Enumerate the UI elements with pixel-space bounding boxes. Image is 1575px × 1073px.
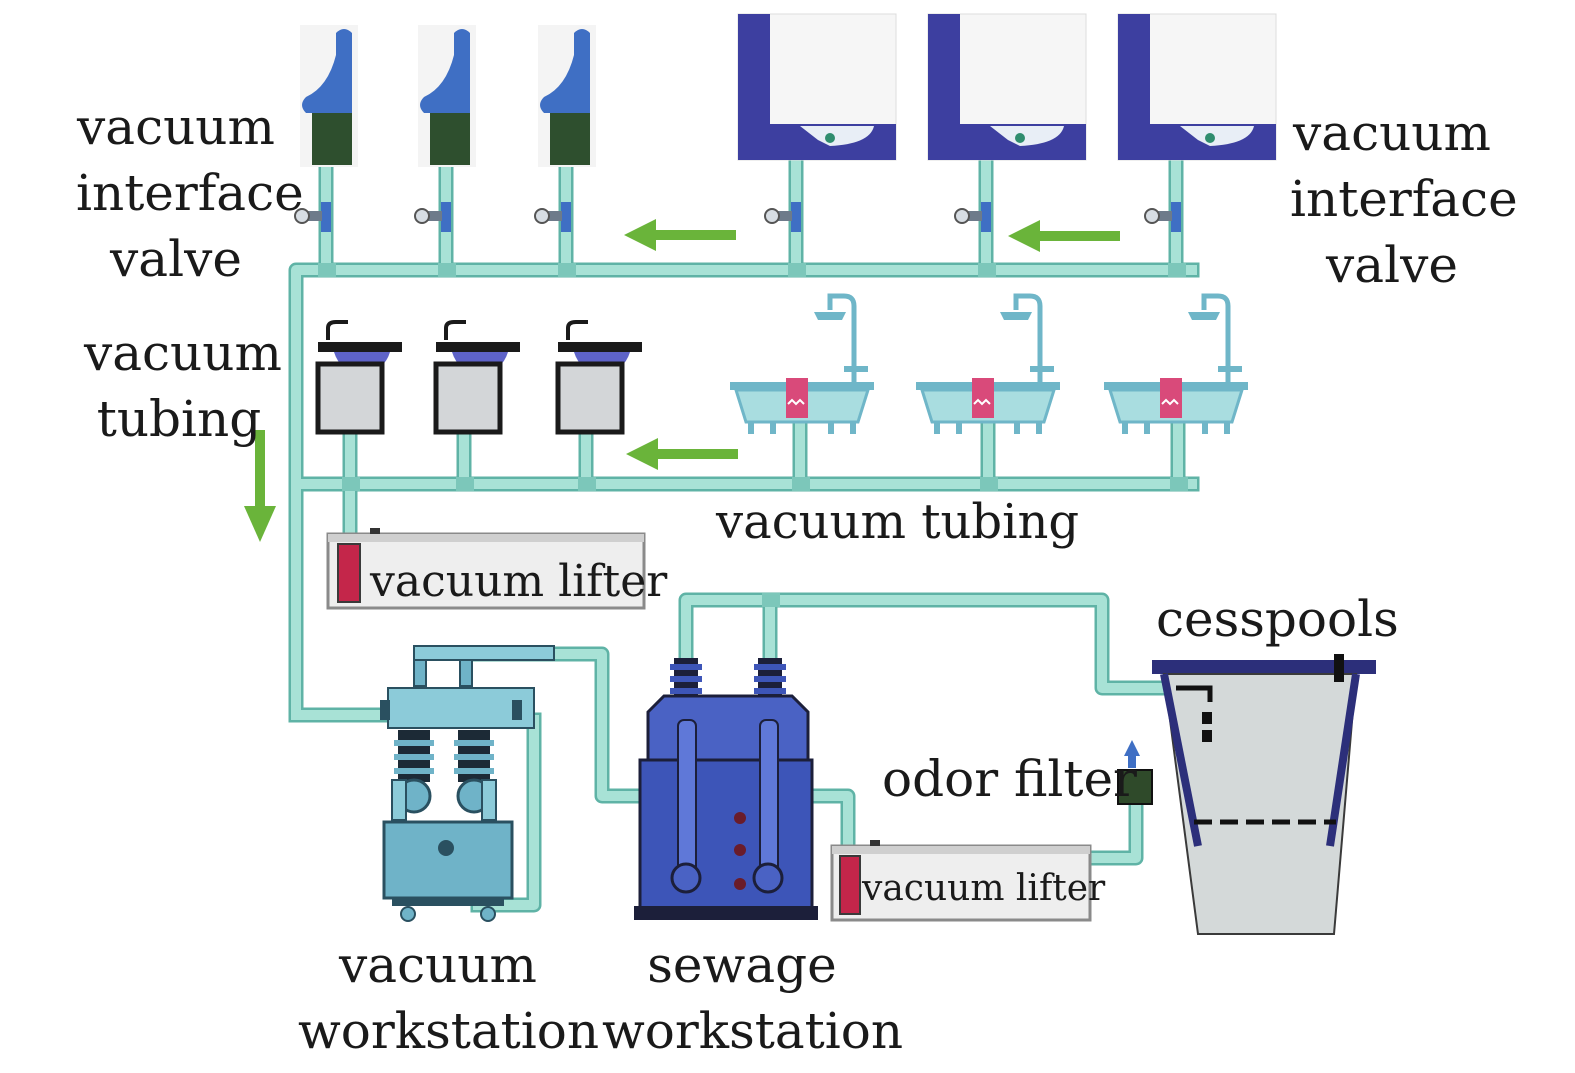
- sink-icon: [433, 320, 520, 435]
- valve-icon: [954, 202, 991, 232]
- label-line: interface: [1290, 170, 1518, 228]
- urinal-icon: [538, 25, 596, 167]
- valve-icon: [414, 202, 451, 232]
- bathtub-group: [730, 293, 1248, 434]
- toilet-group: [737, 13, 1277, 161]
- label-tubing-left: vacuum tubing: [84, 320, 282, 452]
- label-line: valve: [110, 230, 242, 288]
- toilet-icon: [1117, 13, 1277, 161]
- bathtub-icon: [1104, 293, 1248, 434]
- label-line: sewage: [647, 936, 837, 994]
- label-odor-filter: odor filter: [882, 750, 1137, 808]
- urinal-icon: [300, 25, 358, 167]
- cesspool-icon: [1152, 654, 1376, 935]
- label-line: workstation: [602, 1002, 904, 1060]
- label-line: interface: [76, 164, 304, 222]
- label-valve-right: vacuum interface valve: [1290, 100, 1518, 298]
- label-line: workstation: [298, 1002, 600, 1060]
- sink-group: [315, 320, 642, 435]
- flow-arrow-icon: [1008, 220, 1120, 252]
- label-line: vacuum: [77, 98, 275, 156]
- label-sewage-workstation: sewage workstation: [602, 932, 904, 1064]
- bathtub-icon: [730, 293, 874, 434]
- label-line: vacuum: [84, 324, 282, 382]
- vacuum-lifter-icon: [337, 543, 361, 603]
- label-line: vacuum: [339, 936, 537, 994]
- flow-arrow-icon: [624, 219, 736, 251]
- label-vacuum-workstation: vacuum workstation: [298, 932, 600, 1064]
- sink-icon: [315, 320, 402, 435]
- urinal-icon: [418, 25, 476, 167]
- vacuum-lifter-lower: [830, 840, 1092, 922]
- valve-icon: [1144, 202, 1181, 232]
- sink-icon: [555, 320, 642, 435]
- vacuum-lifter-upper: [326, 528, 646, 610]
- label-cesspools: cesspools: [1156, 590, 1399, 648]
- toilet-icon: [927, 13, 1087, 161]
- odor-filter-icon: [1117, 740, 1153, 805]
- flow-arrows: [244, 219, 1120, 542]
- vacuum-station-icon: [380, 645, 555, 922]
- label-valve-left: vacuum interface valve: [76, 94, 304, 292]
- urinal-group: [300, 25, 596, 167]
- label-line: vacuum: [1293, 104, 1491, 162]
- vacuum-lifter-icon: [839, 855, 861, 915]
- bathtub-icon: [916, 293, 1060, 434]
- valve-icon: [294, 202, 331, 232]
- label-lifter-lower: vacuum lifter: [862, 868, 1106, 909]
- vacuum-interface-valves: [294, 202, 1181, 232]
- sewage-station-icon: [634, 658, 818, 920]
- flow-arrow-icon: [244, 430, 276, 542]
- valve-icon: [764, 202, 801, 232]
- toilet-icon: [737, 13, 897, 161]
- label-tubing-middle: vacuum tubing: [716, 494, 1080, 550]
- valve-icon: [534, 202, 571, 232]
- label-lifter-upper: vacuum lifter: [370, 556, 668, 607]
- label-line: tubing: [96, 390, 262, 448]
- flow-arrow-icon: [626, 438, 738, 470]
- label-line: valve: [1326, 236, 1458, 294]
